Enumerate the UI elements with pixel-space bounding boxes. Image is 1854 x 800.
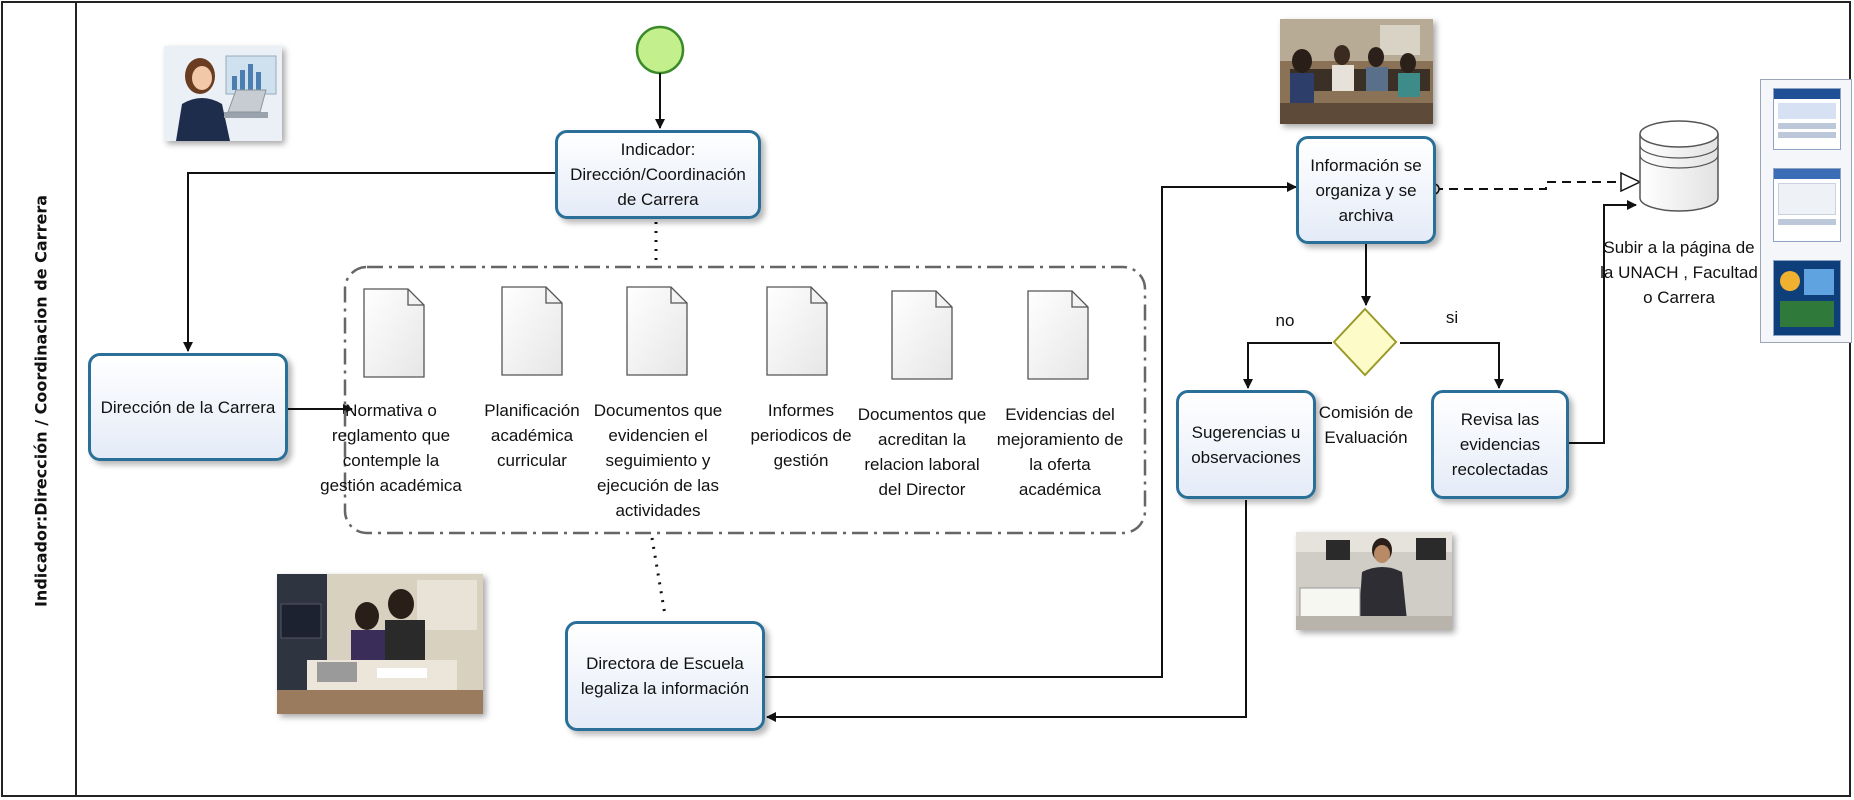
flow-gateway-no bbox=[1243, 342, 1332, 389]
task-sugerencias[interactable]: Sugerencias u observaciones bbox=[1176, 390, 1316, 499]
flow-sugerencias-to-directora bbox=[766, 500, 1247, 722]
photo-evidence-review bbox=[1296, 532, 1452, 630]
doc-label-normativa: Normativa o reglamento que contemple la … bbox=[320, 401, 462, 495]
doc-label-documentos-seguimiento: Documentos que evidencien el seguimiento… bbox=[593, 401, 723, 520]
task-indicador[interactable]: Indicador: Dirección/Coordinación de Car… bbox=[555, 130, 761, 219]
website-thumbnail bbox=[1773, 168, 1841, 242]
data-store-cylinder bbox=[1639, 120, 1719, 212]
doc-label-planificacion: Planificación académica curricular bbox=[484, 401, 580, 470]
gateway-si-label: si bbox=[1445, 308, 1459, 327]
website-thumbnail bbox=[1773, 88, 1841, 150]
flow-revisa-to-store bbox=[1569, 200, 1637, 444]
website-thumbnail bbox=[1773, 260, 1841, 336]
exclusive-gateway-diamond bbox=[1332, 307, 1398, 377]
document-group-frame bbox=[343, 265, 1147, 535]
data-association-to-store bbox=[1434, 182, 1640, 189]
datastore-label: Subir a la página de la UNACH , Facultad… bbox=[1600, 238, 1758, 307]
flow-gateway-si bbox=[1400, 342, 1504, 389]
website-screenshots-panel bbox=[1760, 79, 1852, 343]
document-icon bbox=[626, 286, 688, 376]
flow-indicador-to-direccion bbox=[183, 172, 555, 352]
document-icon bbox=[891, 290, 953, 380]
photo-office-review bbox=[277, 574, 483, 714]
doc-label-relacion-laboral: Documentos que acreditan la relacion lab… bbox=[857, 405, 987, 499]
task-direccion-carrera[interactable]: Dirección de la Carrera bbox=[88, 353, 288, 461]
flow-directora-to-informacion bbox=[765, 182, 1297, 678]
swimlane-header: Indicador:Dirección / Coordinacion de Ca… bbox=[1, 1, 77, 797]
task-informacion-archiva[interactable]: Información se organiza y se archiva bbox=[1296, 136, 1436, 244]
task-revisa-evidencias[interactable]: Revisa las evidencias recolectadas bbox=[1431, 390, 1569, 499]
doc-label-evidencias: Evidencias del mejoramiento de la oferta… bbox=[996, 405, 1124, 499]
document-icon bbox=[766, 286, 828, 376]
doc-label-informes: Informes periodicos de gestión bbox=[750, 401, 852, 470]
document-icon bbox=[1027, 290, 1089, 380]
start-event-circle bbox=[635, 25, 685, 75]
association-docs-directora bbox=[650, 537, 667, 616]
gateway-no-label: no bbox=[1275, 311, 1295, 330]
photo-coordinator-laptop bbox=[164, 46, 282, 141]
task-directora-legaliza[interactable]: Directora de Escuela legaliza la informa… bbox=[565, 621, 765, 731]
photo-team-meeting bbox=[1280, 19, 1433, 124]
gateway-label: Comisión de Evaluación bbox=[1318, 403, 1414, 447]
document-icon bbox=[501, 286, 563, 376]
document-icon bbox=[363, 288, 425, 378]
